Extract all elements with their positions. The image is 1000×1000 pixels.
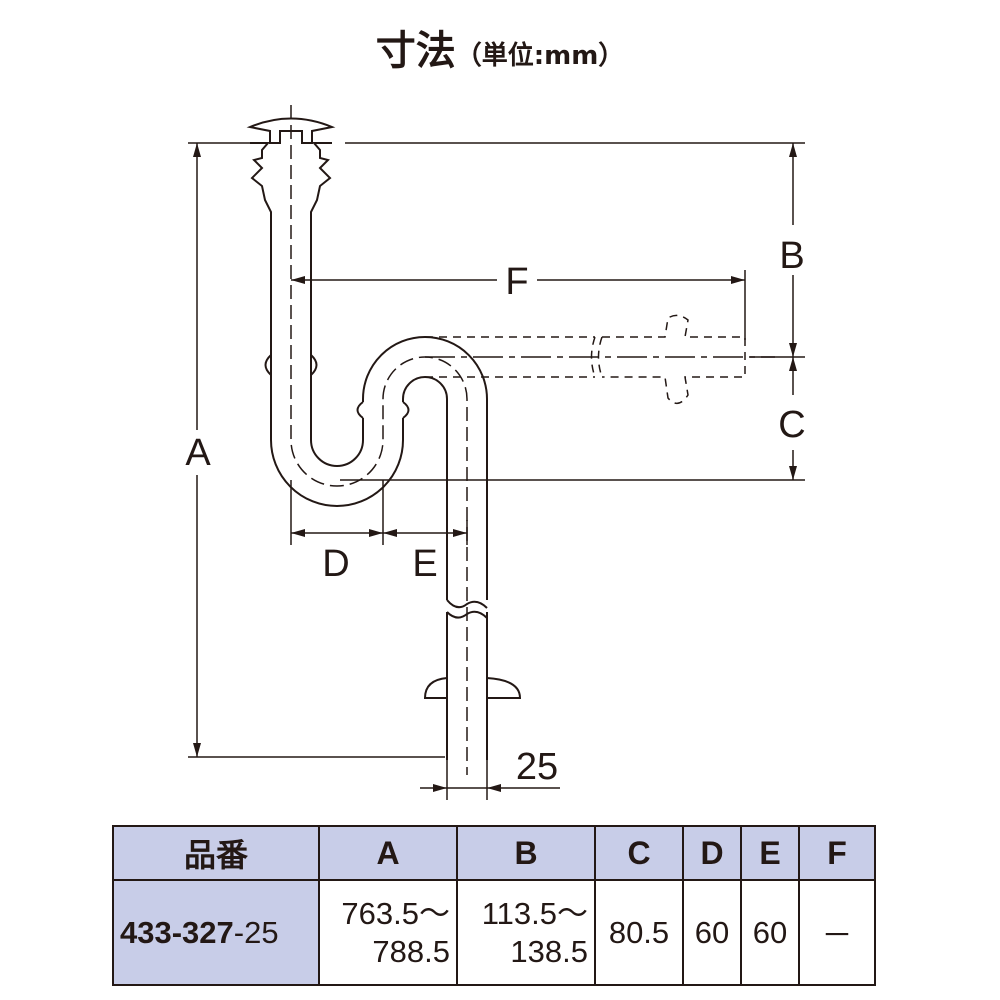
cell-b: 113.5～138.5	[456, 879, 596, 986]
cell-a: 763.5～788.5	[318, 879, 458, 986]
header-part-number: 品番	[112, 825, 320, 881]
part-number-cell: 433-327-25	[112, 879, 320, 986]
label-pipe-diameter: 25	[516, 746, 558, 788]
table-row: 433-327-25 763.5～788.5 113.5～138.5 80.5 …	[112, 879, 876, 986]
cell-c: 80.5	[594, 879, 684, 986]
header-f: F	[798, 825, 876, 881]
s-trap-dimension-diagram: A B C D E F 25	[183, 105, 810, 800]
header-a: A	[318, 825, 458, 881]
header-b: B	[456, 825, 596, 881]
cell-e: 60	[740, 879, 800, 986]
label-f: F	[505, 261, 528, 303]
cell-d: 60	[682, 879, 742, 986]
header-e: E	[740, 825, 800, 881]
header-c: C	[594, 825, 684, 881]
table-header-row: 品番 A B C D E F	[112, 825, 876, 881]
label-e: E	[412, 543, 437, 585]
label-b: B	[779, 235, 804, 277]
pipe-drawing	[246, 105, 775, 775]
dimension-lines	[183, 142, 810, 800]
dimension-table: 品番 A B C D E F 433-327-25 763.5～788.5 11…	[112, 825, 876, 986]
cell-f: －	[798, 879, 876, 986]
header-d: D	[682, 825, 742, 881]
page-title: 寸法（単位:mm）	[375, 28, 625, 74]
label-c: C	[778, 404, 805, 446]
label-a: A	[185, 432, 211, 474]
label-d: D	[322, 543, 349, 585]
